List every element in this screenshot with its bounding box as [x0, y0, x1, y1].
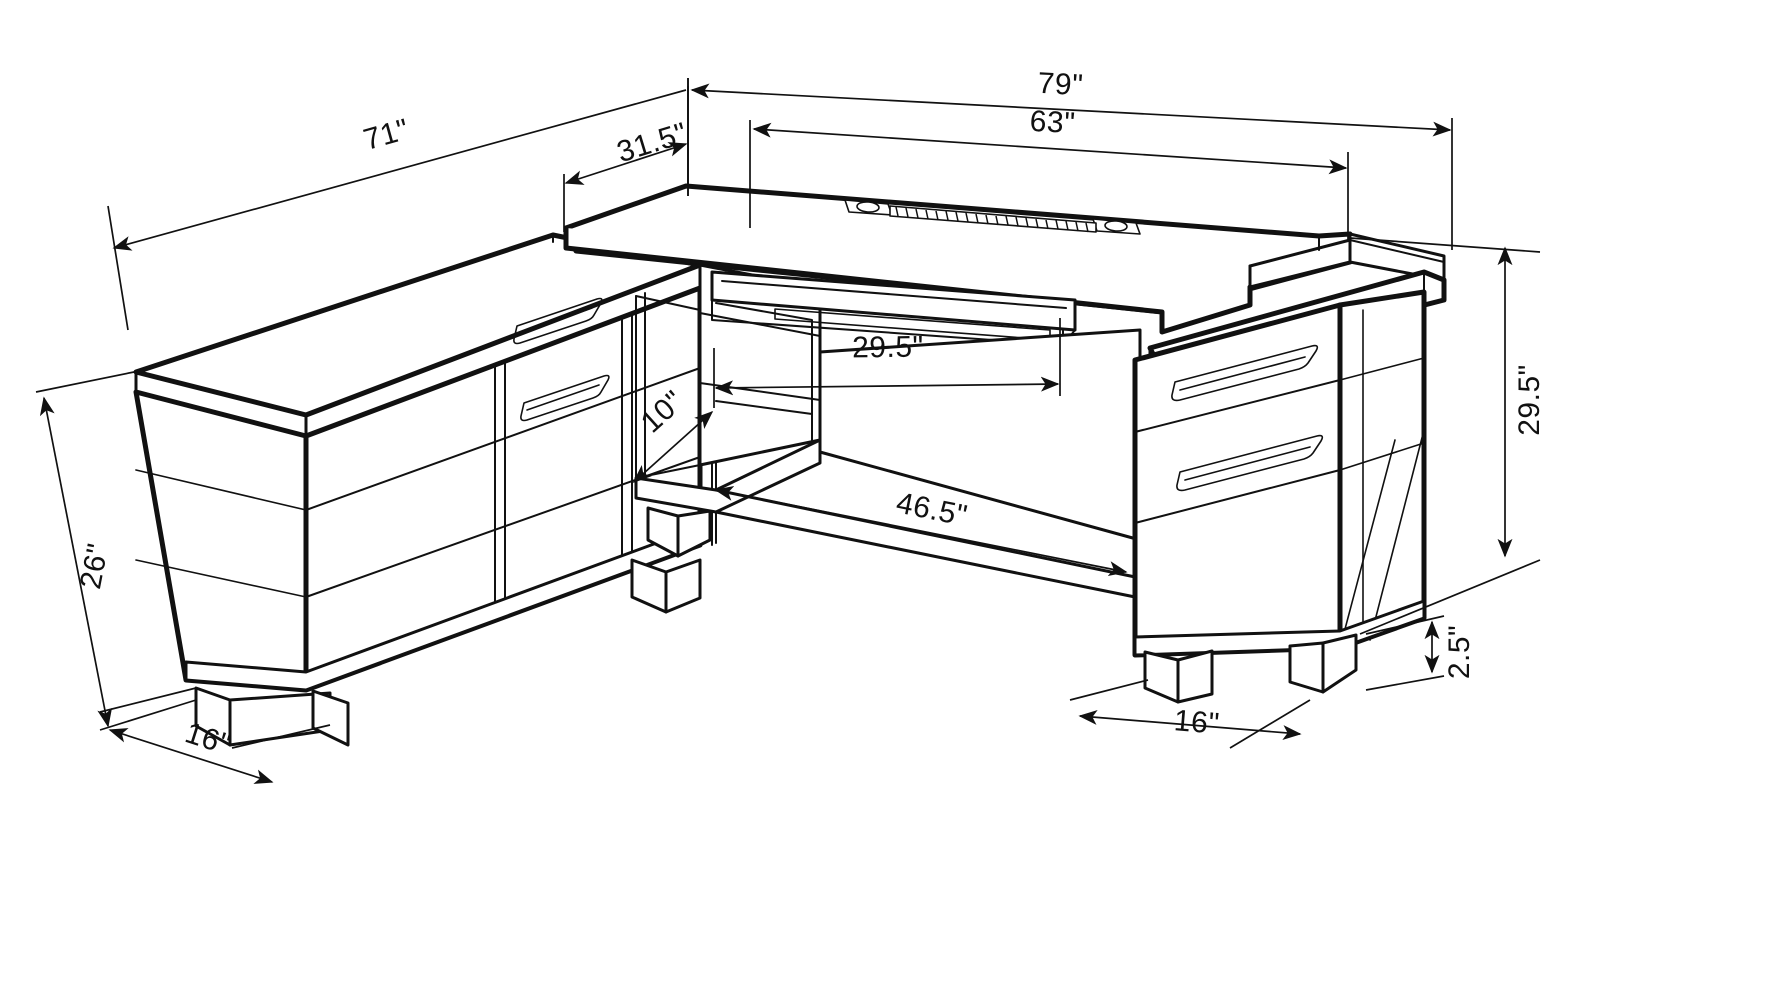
dim-label-2-5: 2.5": [1443, 625, 1476, 679]
right-pedestal-assembly: [1132, 269, 1447, 704]
credenza-drawer-handle-upper[interactable]: [513, 297, 603, 345]
dimension-desktop-inner: 63": [749, 105, 1349, 240]
pedestal-drawer-handle-upper[interactable]: [1171, 344, 1319, 402]
credenza-drawer-handle-middle[interactable]: [520, 374, 610, 422]
dimension-knee-width: 29.5": [713, 318, 1061, 408]
dimension-plinth-height: 2.5": [1365, 615, 1476, 691]
dim-label-29-5-height: 29.5": [1513, 364, 1546, 436]
dim-label-63: 63": [1029, 105, 1076, 141]
credenza-front-face: [303, 285, 703, 693]
dim-label-79: 79": [1037, 67, 1084, 102]
cable-management-grommet[interactable]: [844, 199, 1141, 235]
credenza-left-end-panel: [133, 389, 309, 693]
dim-label-71: 71": [360, 113, 413, 157]
dim-label-26: 26": [74, 541, 115, 592]
cable-trough-ribbing: [889, 205, 1097, 233]
dim-label-29-5-width: 29.5": [852, 331, 924, 365]
dimension-pedestal-depth: 16": [1069, 679, 1311, 749]
pedestal-drawer-handle-lower[interactable]: [1176, 434, 1324, 492]
dim-label-46-5: 46.5": [894, 486, 971, 532]
dim-label-16-right: 16": [1173, 704, 1221, 741]
dimension-desk-height: 29.5": [1349, 237, 1546, 635]
dim-label-31-5: 31.5": [613, 117, 691, 169]
desk-top-slab: [563, 183, 1446, 335]
open-shelf-bay: [634, 263, 822, 558]
credenza-assembly: [133, 232, 703, 747]
